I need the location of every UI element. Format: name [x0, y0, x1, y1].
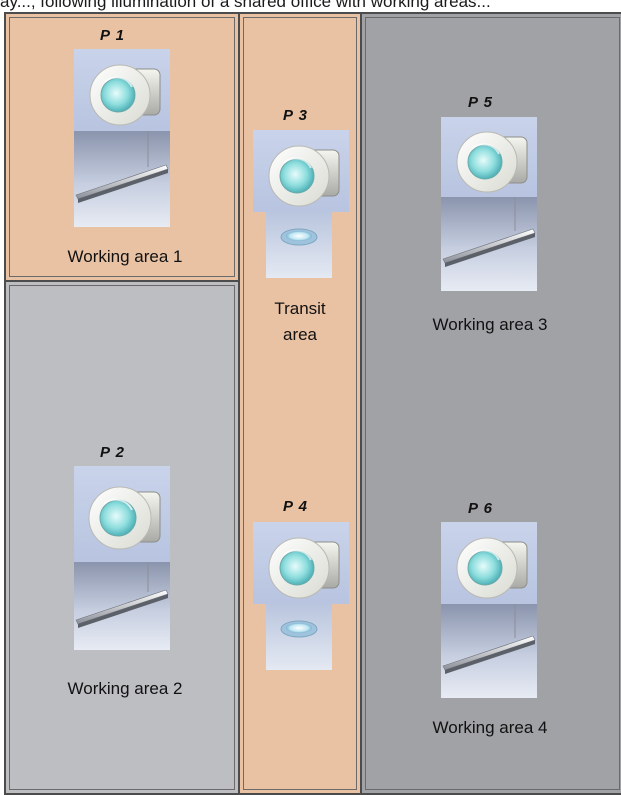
presence-sensor-icon: [74, 49, 170, 131]
zone-label-transit-line2: area: [282, 325, 318, 344]
sensor-label-p2: P 2: [100, 444, 125, 461]
presence-sensor-icon: [253, 130, 349, 212]
sensor-label-p4: P 4: [283, 498, 308, 515]
linear-pendant-icon: [74, 562, 170, 650]
sensor-label-p1: P 1: [100, 27, 125, 44]
sensor-label-p3: P 3: [283, 107, 308, 124]
linear-pendant-icon: [441, 197, 537, 291]
presence-sensor-icon: [253, 522, 349, 604]
presence-sensor-icon: [441, 117, 537, 197]
sensor-label-p5: P 5: [468, 94, 493, 111]
sensor-label-p6: P 6: [468, 500, 493, 517]
zone-label-working-area-1: Working area 1: [67, 247, 183, 266]
round-downlight-icon: [266, 604, 332, 670]
zone-label-working-area-3: Working area 3: [432, 315, 548, 334]
presence-sensor-icon: [74, 466, 170, 562]
linear-pendant-icon: [441, 604, 537, 698]
zone-label-working-area-2: Working area 2: [67, 679, 183, 698]
header-text: ay...; following illumination of a share…: [0, 0, 491, 11]
round-downlight-icon: [266, 212, 332, 278]
presence-sensor-icon: [441, 522, 537, 604]
zone-label-transit-line1: Transit: [274, 299, 326, 318]
zone-label-working-area-4: Working area 4: [432, 718, 548, 737]
linear-pendant-icon: [74, 131, 170, 227]
